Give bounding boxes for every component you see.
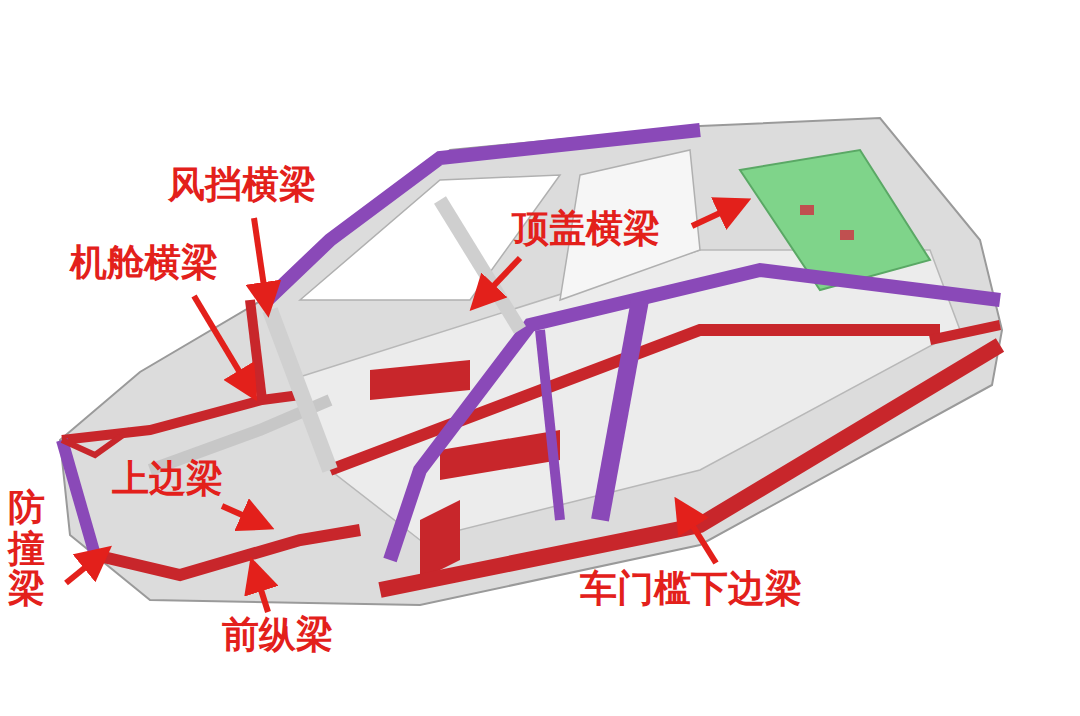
leader-arrows bbox=[66, 206, 735, 612]
callout-label-vertical: 防撞梁 bbox=[8, 488, 45, 610]
callout-label: 风挡横梁 bbox=[168, 164, 316, 207]
callout-label: 机舱横梁 bbox=[70, 242, 218, 285]
callout-label: 前纵梁 bbox=[222, 614, 333, 657]
callout-label: 上边梁 bbox=[112, 458, 223, 501]
callout-label: 顶盖横梁 bbox=[512, 208, 660, 251]
callout-label: 车门槛下边梁 bbox=[580, 568, 802, 611]
